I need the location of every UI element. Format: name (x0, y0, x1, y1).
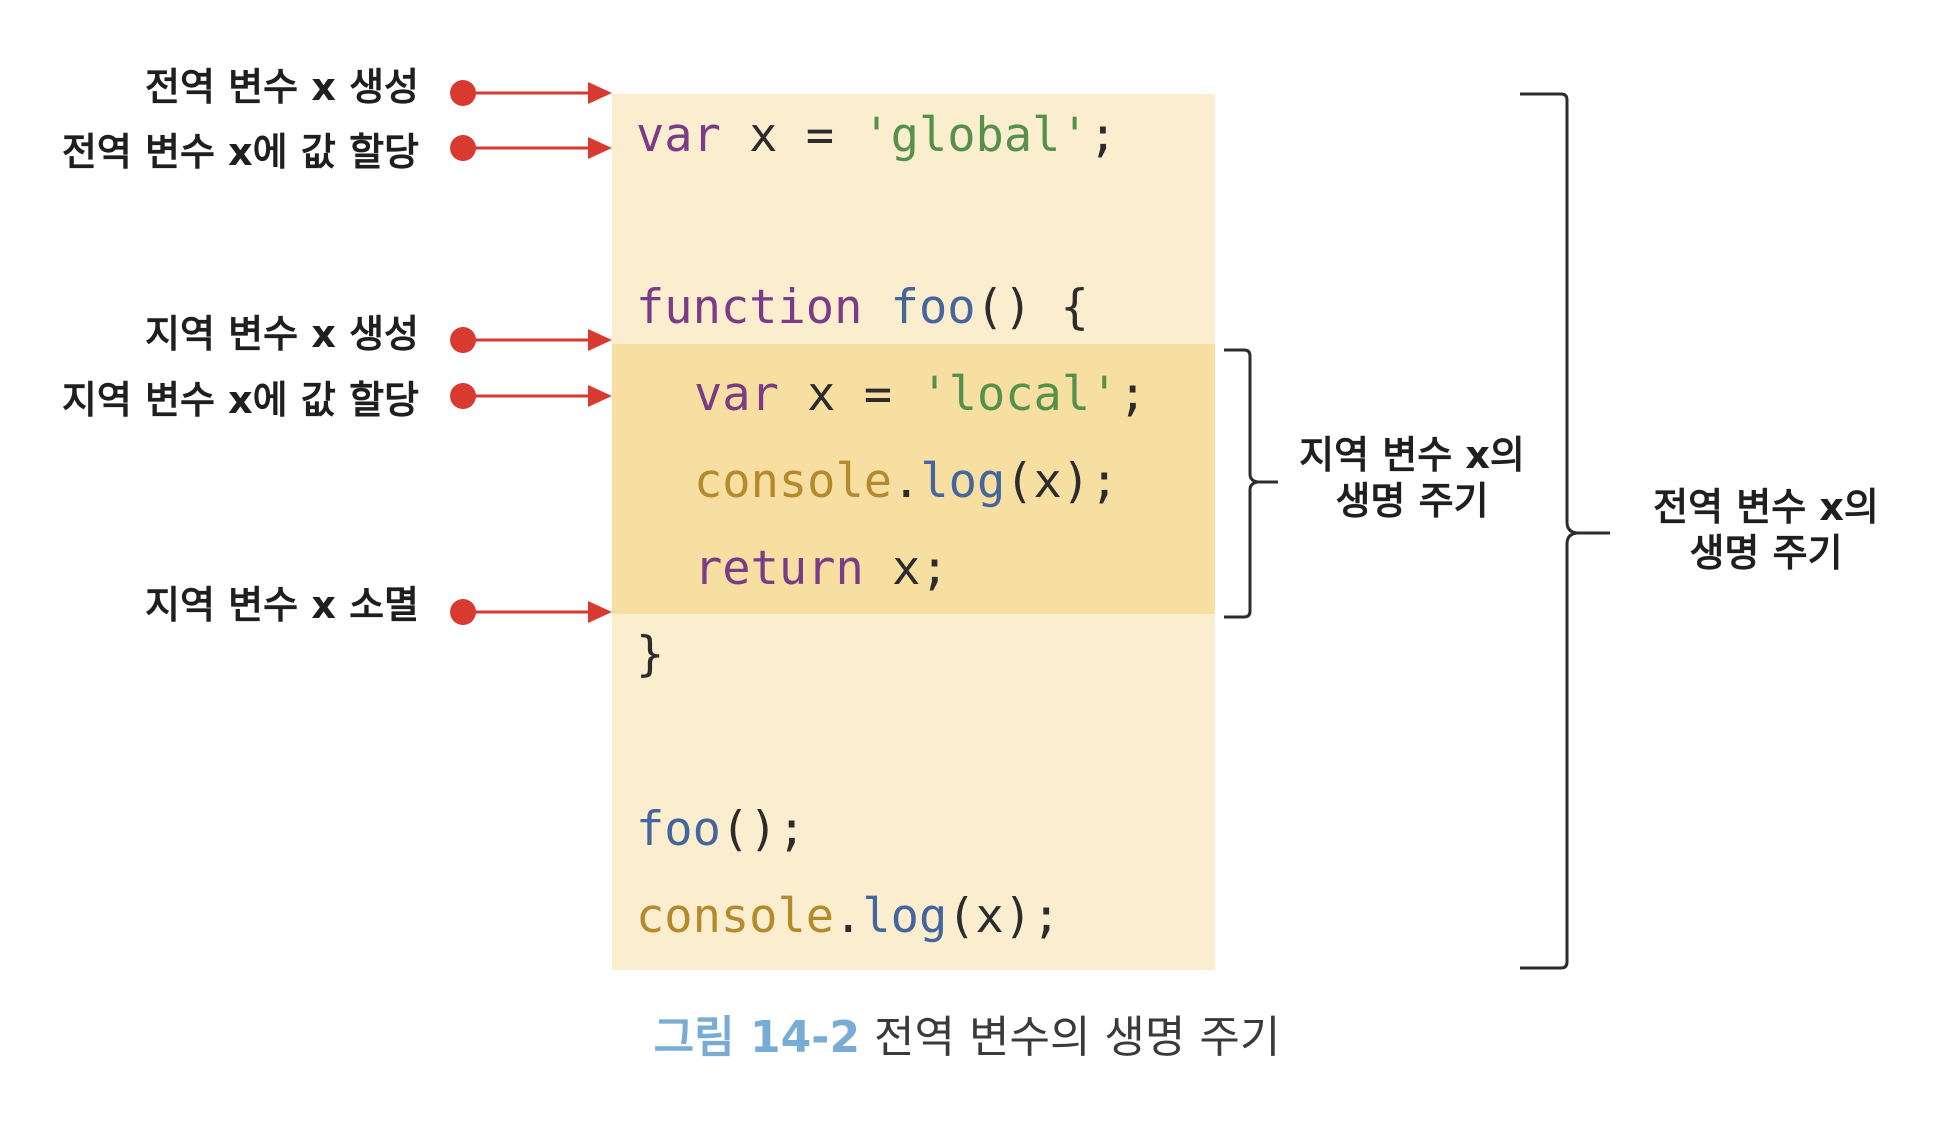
code-token-keyword: var (636, 108, 721, 163)
code-token-plain: . (834, 889, 863, 944)
local-lifecycle-brace (1224, 348, 1278, 619)
code-token-plain: (x); (1005, 454, 1119, 509)
code-line: console.log(x); (694, 452, 1118, 512)
code-token-plain: ; (1088, 108, 1118, 163)
code-token-obj: console (636, 889, 835, 944)
code-token-plain: () { (975, 280, 1089, 335)
global-lifecycle-label: 전역 변수 x의 생명 주기 (1653, 485, 1879, 575)
code-token-func: log (862, 889, 948, 944)
code-token-plain: ; (1118, 367, 1147, 422)
figure-caption: 그림 14-2 전역 변수의 생명 주기 (0, 1010, 1934, 1066)
code-line: console.log(x); (636, 887, 1060, 947)
code-token-plain: (); (720, 802, 806, 857)
code-token-string: 'local' (920, 367, 1119, 422)
code-line: var x = 'local'; (694, 365, 1147, 425)
event-arrow-global-assign (450, 135, 612, 161)
local-scope-highlight (612, 344, 1215, 614)
event-arrow-local-destroy (450, 599, 612, 625)
event-label-local-assign: 지역 변수 x에 값 할당 (61, 378, 419, 422)
code-line: return x; (694, 539, 949, 599)
event-label-local-create: 지역 변수 x 생성 (145, 312, 419, 356)
event-arrow-local-create (450, 327, 612, 353)
code-token-plain: x; (863, 541, 949, 596)
code-token-string: 'global' (862, 108, 1089, 163)
code-token-plain: x = (778, 367, 921, 422)
event-label-global-create: 전역 변수 x 생성 (145, 65, 419, 109)
event-label-global-assign: 전역 변수 x에 값 할당 (61, 130, 419, 174)
code-token-keyword: var (694, 367, 779, 422)
code-token-keyword: function (636, 280, 863, 335)
code-token-plain: x = (720, 108, 863, 163)
local-lifecycle-label: 지역 변수 x의 생명 주기 (1299, 433, 1525, 523)
code-line: foo(); (636, 800, 806, 860)
code-token-plain: . (892, 454, 921, 509)
event-arrow-global-create (450, 80, 612, 106)
global-lifecycle-brace (1520, 92, 1610, 970)
code-token-func: foo (636, 802, 721, 857)
event-label-local-destroy: 지역 변수 x 소멸 (145, 583, 419, 627)
code-token-plain: } (636, 627, 665, 682)
code-token-obj: console (694, 454, 893, 509)
code-token-func: log (920, 454, 1006, 509)
figure-number: 그림 14-2 (653, 1012, 861, 1063)
code-token-keyword: return (694, 541, 864, 596)
event-arrow-local-assign (450, 383, 612, 409)
figure-title: 전역 변수의 생명 주기 (860, 1012, 1281, 1063)
code-line: } (636, 625, 664, 685)
code-line: var x = 'global'; (636, 106, 1117, 166)
code-line: function foo() { (636, 278, 1089, 338)
code-token-plain: (x); (947, 889, 1061, 944)
code-token-func: foo (890, 280, 976, 335)
